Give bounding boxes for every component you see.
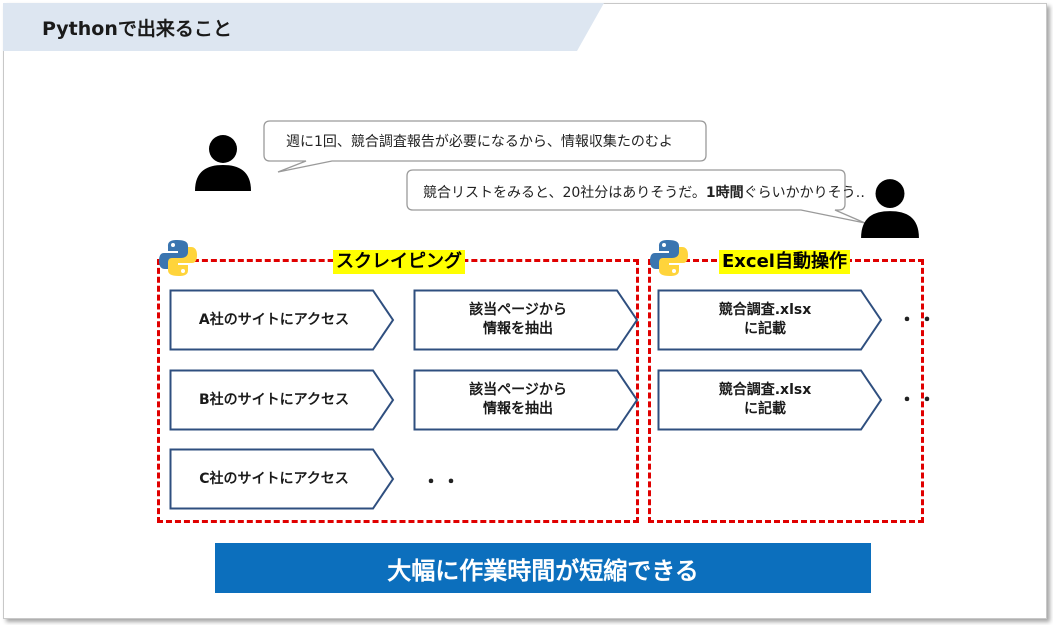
step-write-xlsx-2: 競合調査.xlsx に記載 — [657, 369, 883, 431]
excel-automation-label: Excel自動操作 — [719, 250, 850, 274]
bubble-worker-text-pre: 競合リストをみると、20社分はありそうだ。 — [423, 185, 706, 201]
step-label: 競合調査.xlsx に記載 — [657, 289, 873, 351]
step-label-line2: に記載 — [744, 401, 786, 417]
step-label-line1: 該当ページから — [469, 382, 567, 398]
python-logo-icon — [649, 238, 689, 282]
step-label: 競合調査.xlsx に記載 — [657, 369, 873, 431]
person-icon — [193, 131, 253, 191]
step-label-line2: 情報を抽出 — [483, 321, 553, 337]
bubble-worker-text-post: ぐらいかかりそう‥ — [743, 185, 865, 201]
step-label-line1: 競合調査.xlsx — [718, 302, 812, 318]
continuation-dots: ・・ — [898, 310, 938, 331]
step-label: 該当ページから 情報を抽出 — [413, 369, 623, 431]
step-access-site-b: B社のサイトにアクセス — [169, 369, 395, 431]
step-label-line2: 情報を抽出 — [483, 401, 553, 417]
header-band — [3, 3, 604, 51]
step-label: A社のサイトにアクセス — [198, 311, 350, 328]
step-write-xlsx-1: 競合調査.xlsx に記載 — [657, 289, 883, 351]
step-label: 該当ページから 情報を抽出 — [413, 289, 623, 351]
bubble-boss-text: 週に1回、競合調査報告が必要になるから、情報収集たのむよ — [286, 134, 673, 150]
step-extract-info-b: 該当ページから 情報を抽出 — [413, 369, 639, 431]
step-label: C社のサイトにアクセス — [199, 470, 349, 487]
bubble-worker-text-bold: 1時間 — [705, 185, 744, 201]
continuation-dots: ・・ — [422, 472, 462, 493]
bubble-worker-text: 競合リストをみると、20社分はありそうだ。1時間ぐらいかかりそう‥ — [423, 182, 865, 202]
step-label-line2: に記載 — [744, 321, 786, 337]
speech-bubble-boss — [262, 120, 712, 184]
step-label: B社のサイトにアクセス — [199, 391, 349, 408]
step-access-site-c: C社のサイトにアクセス — [169, 448, 395, 510]
python-logo-icon — [158, 238, 198, 282]
person-icon — [859, 176, 921, 238]
step-access-site-a: A社のサイトにアクセス — [169, 289, 395, 351]
scraping-label: スクレイピング — [333, 250, 465, 274]
page-title: Pythonで出来ること — [42, 18, 232, 40]
step-label-line1: 該当ページから — [469, 302, 567, 318]
continuation-dots: ・・ — [898, 390, 938, 411]
speech-bubble-worker — [405, 169, 875, 233]
step-extract-info-a: 該当ページから 情報を抽出 — [413, 289, 639, 351]
step-label-line1: 競合調査.xlsx — [718, 382, 812, 398]
result-banner: 大幅に作業時間が短縮できる — [215, 543, 871, 593]
